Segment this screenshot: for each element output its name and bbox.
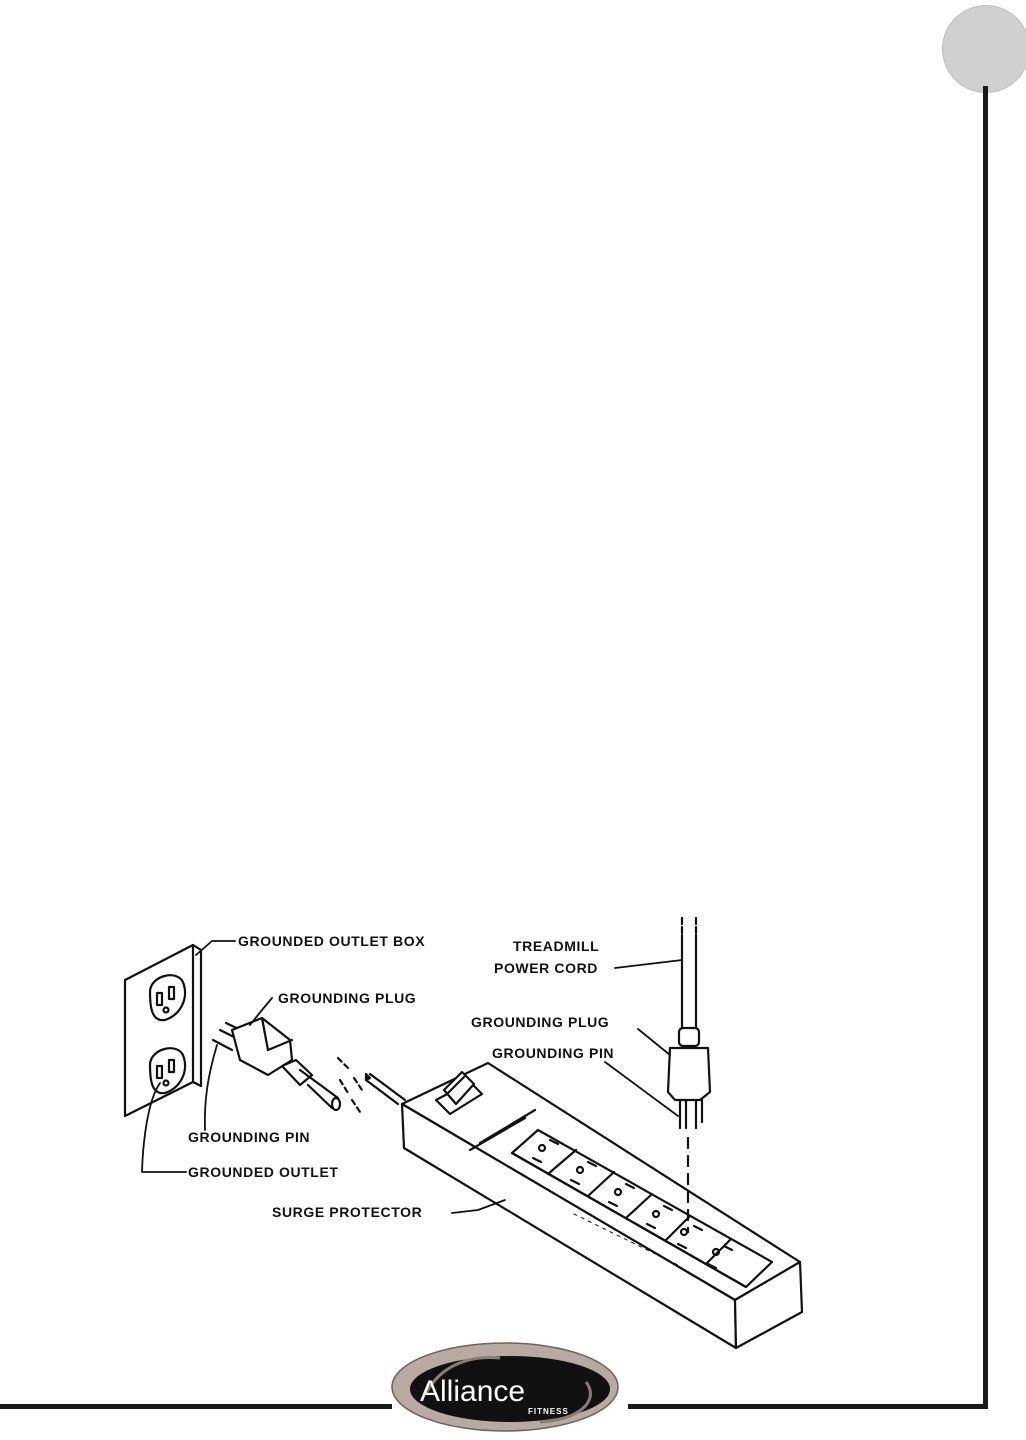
left-grounding-plug: [211, 1016, 407, 1114]
treadmill-power-cord: [666, 916, 712, 1234]
wall-outlet-plate: [123, 943, 203, 1118]
label-grounded-outlet-box: GROUNDED OUTLET BOX: [238, 933, 425, 949]
page-tab-circle: [942, 5, 1026, 93]
surge-protector-body: [400, 1061, 804, 1350]
label-treadmill-line2: POWER CORD: [494, 960, 598, 976]
label-grounding-plug-left: GROUNDING PLUG: [278, 990, 416, 1006]
logo-sub-text: FITNESS: [528, 1407, 569, 1416]
leader-lines: [141, 940, 683, 1214]
footer-rule-left: [0, 1404, 392, 1409]
label-surge-protector: SURGE PROTECTOR: [272, 1204, 422, 1220]
label-treadmill-line1: TREADMILL: [513, 938, 599, 954]
label-grounding-pin-right: GROUNDING PIN: [492, 1045, 614, 1061]
footer-rule-right: [628, 1404, 988, 1409]
alliance-fitness-logo: Alliance FITNESS: [391, 1342, 619, 1432]
right-margin-rule: [983, 86, 988, 1409]
label-grounded-outlet: GROUNDED OUTLET: [188, 1164, 339, 1180]
label-grounding-plug-right: GROUNDING PLUG: [471, 1014, 609, 1030]
logo-brand-text: Alliance: [420, 1375, 525, 1408]
label-grounding-pin-left: GROUNDING PIN: [188, 1129, 310, 1145]
